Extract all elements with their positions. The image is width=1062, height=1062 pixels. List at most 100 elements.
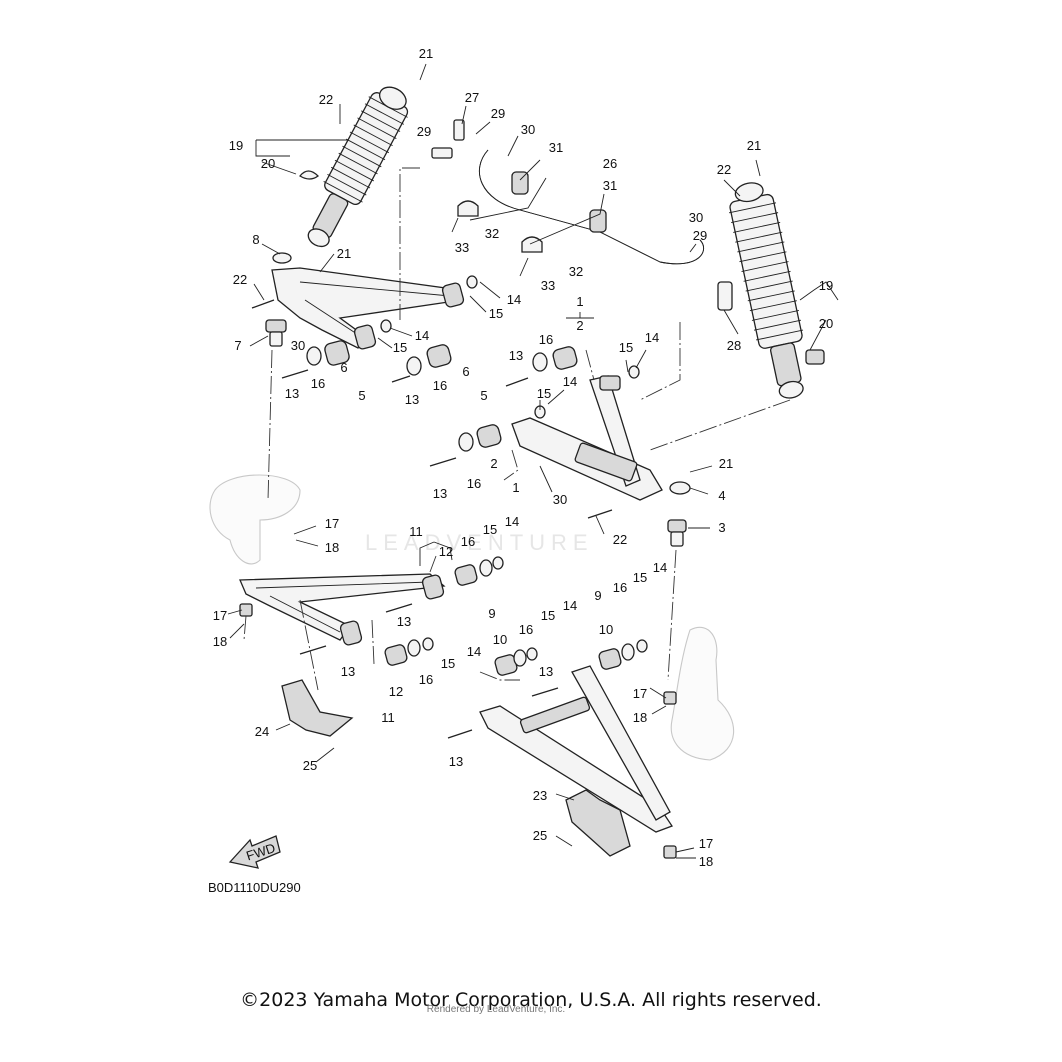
callout-29[interactable]: 29 <box>693 228 707 243</box>
bushing-set-lower-right[interactable] <box>494 639 648 676</box>
callout-21[interactable]: 21 <box>419 46 433 61</box>
callout-6[interactable]: 6 <box>462 364 469 379</box>
callout-12[interactable]: 12 <box>389 684 403 699</box>
spring-clip-right[interactable] <box>805 349 825 365</box>
bolts-upper-left[interactable] <box>251 299 411 383</box>
callout-21[interactable]: 21 <box>337 246 351 261</box>
callout-25[interactable]: 25 <box>533 828 547 843</box>
callout-18[interactable]: 18 <box>325 540 339 555</box>
callout-1[interactable]: 1 <box>512 480 519 495</box>
callout-16[interactable]: 16 <box>613 580 627 595</box>
callout-13[interactable]: 13 <box>285 386 299 401</box>
callout-29[interactable]: 29 <box>417 124 431 139</box>
callout-19[interactable]: 19 <box>819 278 833 293</box>
bolts-lower-left[interactable] <box>299 603 413 655</box>
callout-15[interactable]: 15 <box>489 306 503 321</box>
callout-16[interactable]: 16 <box>519 622 533 637</box>
spring-clip-left[interactable] <box>299 170 319 180</box>
callout-31[interactable]: 31 <box>603 178 617 193</box>
callout-16[interactable]: 16 <box>311 376 325 391</box>
callout-21[interactable]: 21 <box>719 456 733 471</box>
ball-joint-left[interactable] <box>265 319 287 347</box>
callout-13[interactable]: 13 <box>397 614 411 629</box>
upper-left-a-arm[interactable] <box>271 267 465 350</box>
callout-13[interactable]: 13 <box>509 348 523 363</box>
callout-10[interactable]: 10 <box>493 632 507 647</box>
callout-22[interactable]: 22 <box>233 272 247 287</box>
callout-16[interactable]: 16 <box>433 378 447 393</box>
nut-lower-right[interactable] <box>663 845 677 859</box>
callout-27[interactable]: 27 <box>465 90 479 105</box>
callout-13[interactable]: 13 <box>405 392 419 407</box>
callout-30[interactable]: 30 <box>553 492 567 507</box>
skid-guard-right[interactable] <box>565 789 631 857</box>
callout-12[interactable]: 12 <box>439 544 453 559</box>
callout-19[interactable]: 19 <box>229 138 243 153</box>
callout-22[interactable]: 22 <box>613 532 627 547</box>
callout-28[interactable]: 28 <box>727 338 741 353</box>
callout-25[interactable]: 25 <box>303 758 317 773</box>
callout-32[interactable]: 32 <box>485 226 499 241</box>
callout-15[interactable]: 15 <box>483 522 497 537</box>
lower-left-a-arm[interactable] <box>239 573 446 646</box>
bolts-lower-right[interactable] <box>447 687 559 739</box>
callout-16[interactable]: 16 <box>419 672 433 687</box>
callout-5[interactable]: 5 <box>480 388 487 403</box>
callout-15[interactable]: 15 <box>393 340 407 355</box>
callout-4[interactable]: 4 <box>718 488 725 503</box>
callout-15[interactable]: 15 <box>537 386 551 401</box>
callout-15[interactable]: 15 <box>619 340 633 355</box>
stabilizer-bar[interactable] <box>457 149 705 265</box>
upper-right-a-arm[interactable] <box>511 375 691 501</box>
circlip-left[interactable] <box>272 252 292 264</box>
callout-22[interactable]: 22 <box>717 162 731 177</box>
callout-13[interactable]: 13 <box>341 664 355 679</box>
bolts-upper-right[interactable] <box>429 377 613 519</box>
callout-1[interactable]: 1 <box>576 294 583 309</box>
callout-14[interactable]: 14 <box>467 644 481 659</box>
callout-13[interactable]: 13 <box>449 754 463 769</box>
nut-lower-right-upper[interactable] <box>663 691 677 705</box>
callout-17[interactable]: 17 <box>213 608 227 623</box>
callout-21[interactable]: 21 <box>747 138 761 153</box>
callout-30[interactable]: 30 <box>291 338 305 353</box>
right-shock-absorber[interactable] <box>724 178 816 402</box>
callout-32[interactable]: 32 <box>569 264 583 279</box>
left-shock-absorber[interactable] <box>296 79 417 255</box>
bushing-set-upper-left[interactable] <box>306 275 478 376</box>
callout-33[interactable]: 33 <box>541 278 555 293</box>
callout-5[interactable]: 5 <box>358 388 365 403</box>
callout-14[interactable]: 14 <box>645 330 659 345</box>
stabilizer-link-left[interactable] <box>431 119 465 159</box>
callout-24[interactable]: 24 <box>255 724 269 739</box>
callout-17[interactable]: 17 <box>633 686 647 701</box>
callout-15[interactable]: 15 <box>633 570 647 585</box>
callout-33[interactable]: 33 <box>455 240 469 255</box>
callout-14[interactable]: 14 <box>653 560 667 575</box>
callout-20[interactable]: 20 <box>261 156 275 171</box>
callout-9[interactable]: 9 <box>488 606 495 621</box>
callout-13[interactable]: 13 <box>539 664 553 679</box>
skid-guard-left[interactable] <box>281 679 354 737</box>
stabilizer-link-right[interactable] <box>717 281 733 311</box>
callout-16[interactable]: 16 <box>461 534 475 549</box>
callout-11[interactable]: 11 <box>409 524 423 539</box>
callout-22[interactable]: 22 <box>319 92 333 107</box>
callout-15[interactable]: 15 <box>541 608 555 623</box>
callout-2[interactable]: 2 <box>576 318 583 333</box>
callout-20[interactable]: 20 <box>819 316 833 331</box>
bushing-set-lower-left[interactable] <box>384 556 504 666</box>
callout-17[interactable]: 17 <box>699 836 713 851</box>
callout-14[interactable]: 14 <box>563 374 577 389</box>
callout-11[interactable]: 11 <box>381 710 395 725</box>
callout-15[interactable]: 15 <box>441 656 455 671</box>
callout-3[interactable]: 3 <box>718 520 725 535</box>
callout-6[interactable]: 6 <box>340 360 347 375</box>
callout-18[interactable]: 18 <box>633 710 647 725</box>
callout-16[interactable]: 16 <box>539 332 553 347</box>
callout-7[interactable]: 7 <box>234 338 241 353</box>
callout-18[interactable]: 18 <box>699 854 713 869</box>
callout-16[interactable]: 16 <box>467 476 481 491</box>
bushing-set-upper-right[interactable] <box>458 345 640 452</box>
callout-17[interactable]: 17 <box>325 516 339 531</box>
